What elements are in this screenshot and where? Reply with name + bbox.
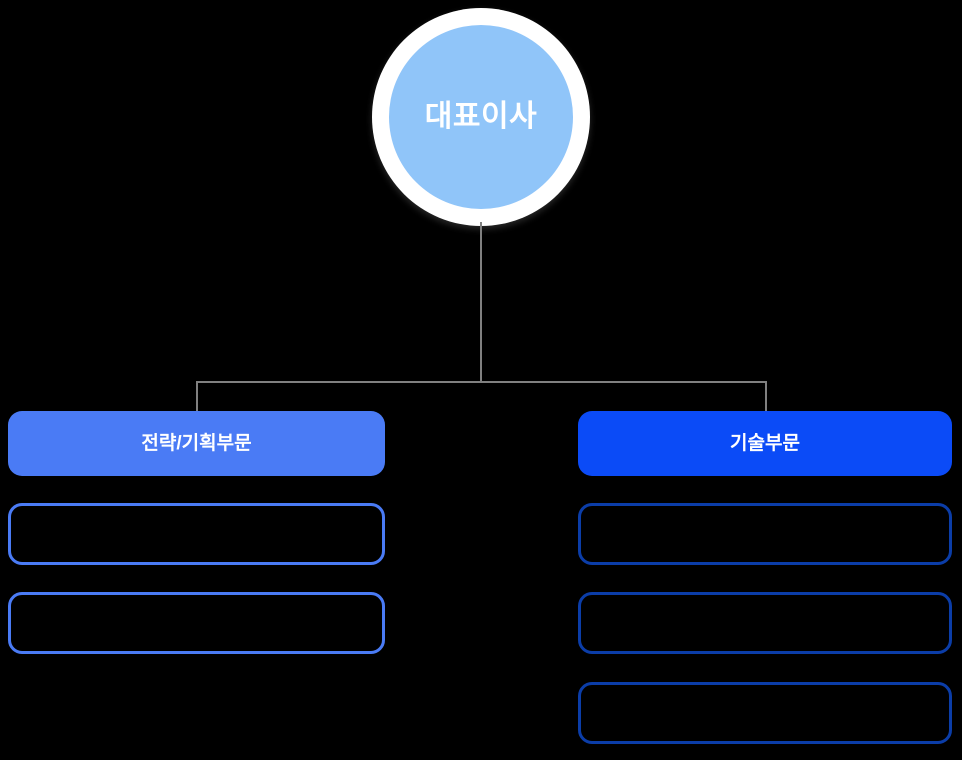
org-node-team-right-1[interactable] <box>578 503 952 565</box>
org-node-team-right-2[interactable] <box>578 592 952 654</box>
org-node-team-left-1[interactable] <box>8 503 385 565</box>
org-node-team-left-2[interactable] <box>8 592 385 654</box>
connector-horizontal-bus <box>196 381 767 383</box>
org-node-division-strategy-planning[interactable]: 전략/기획부문 <box>8 411 385 476</box>
org-node-ceo-circle: 대표이사 <box>389 25 573 209</box>
org-node-team-right-3[interactable] <box>578 682 952 744</box>
org-node-division-technology-label: 기술부문 <box>730 433 800 454</box>
connector-trunk-vertical <box>480 222 482 383</box>
org-node-division-strategy-planning-label: 전략/기획부문 <box>141 433 252 454</box>
org-node-division-technology[interactable]: 기술부문 <box>578 411 952 476</box>
connector-drop-right <box>765 381 767 413</box>
connector-drop-left <box>196 381 198 413</box>
org-node-ceo-label: 대표이사 <box>424 100 538 133</box>
org-node-ceo[interactable]: 대표이사 <box>372 8 590 226</box>
